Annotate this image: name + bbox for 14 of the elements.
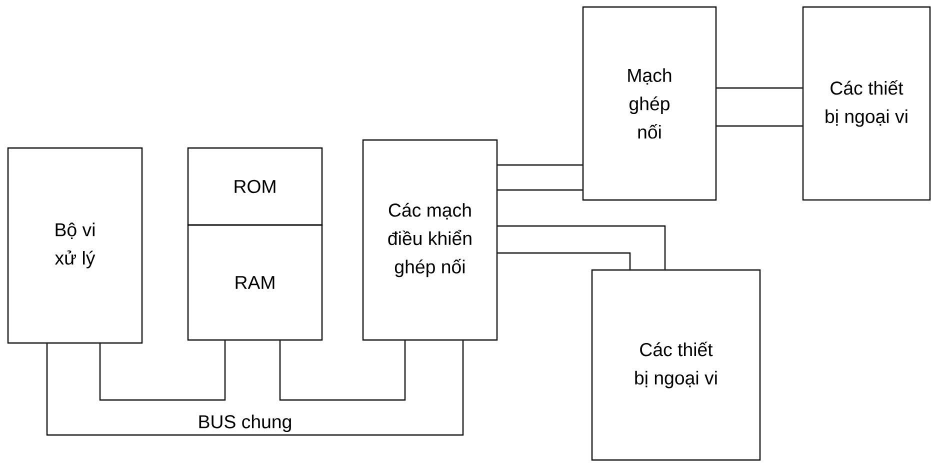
connection-line [497,164,583,191]
connection-line [279,340,406,401]
block-box: Mạch ghép nối [582,6,717,201]
edge-label: BUS chung [196,413,294,434]
memory-box: RAM [187,224,323,341]
block-box: Các thiết bị ngoại vi [591,269,761,461]
block-box: Bộ vi xử lý [7,147,143,344]
block-box: Các mạch điều khiển ghép nối [362,139,498,341]
block-box: Các thiết bị ngoại vi [802,6,931,201]
connection-line [99,340,226,401]
connection-line [46,340,464,436]
connection-line [716,87,803,127]
connection-line [497,225,666,270]
memory-box: ROM [187,147,323,226]
